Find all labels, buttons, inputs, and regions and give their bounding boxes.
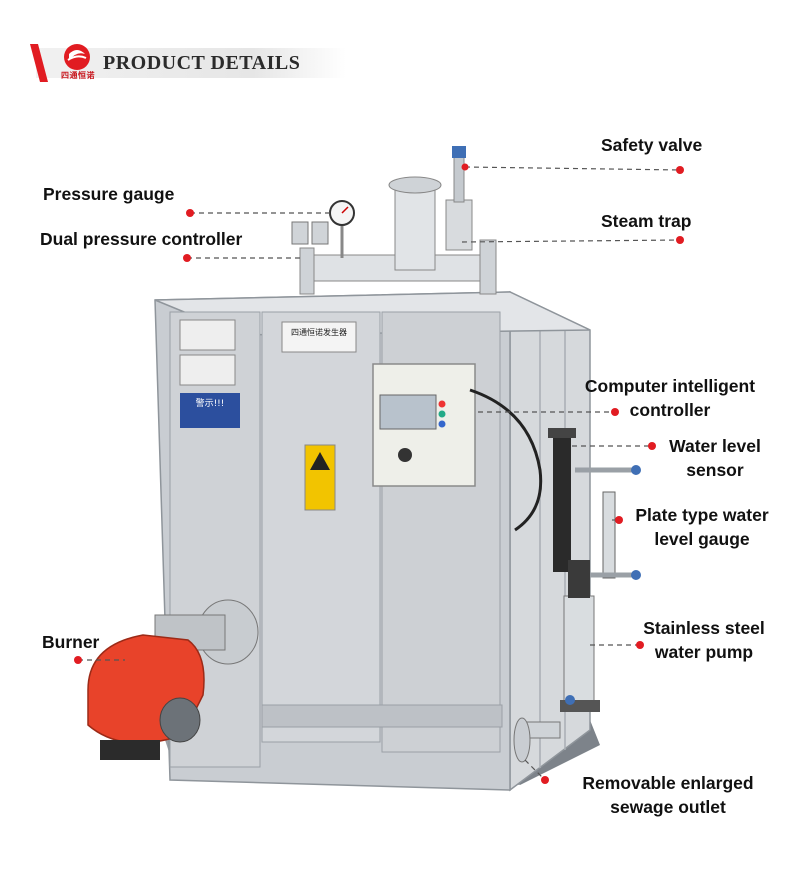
label-computer-controller-line1: Computer intelligent [584, 376, 756, 396]
pump-motor [568, 560, 590, 598]
burner-fan-motor [159, 697, 201, 743]
label-safety-valve: Safety valve [601, 135, 703, 155]
label-sewage-outlet-line2: sewage outlet [610, 797, 726, 817]
label-plate-level-gauge-line2: level gauge [654, 529, 750, 549]
section-header: 四通恒诺 PRODUCT DETAILS [0, 40, 360, 86]
brand-plate [281, 321, 357, 353]
control-cable [469, 388, 543, 532]
label-steam-trap: Steam trap [601, 211, 692, 231]
label-sewage-outlet: Removable enlarged sewage outlet [566, 771, 770, 819]
leader-lines [78, 166, 681, 781]
key-lock-icon [398, 448, 412, 462]
label-water-level-sensor-line2: sensor [686, 460, 744, 480]
water-level-sensor [553, 432, 571, 572]
safety-valve-cap [452, 146, 466, 158]
label-water-level-sensor: Water level sensor [656, 434, 774, 482]
leader-dots [74, 163, 684, 784]
label-burner: Burner [42, 632, 100, 652]
sewage-flange [513, 717, 531, 763]
label-water-pump: Stainless steel water pump [630, 616, 778, 664]
warning-plate [180, 393, 240, 428]
cabinet-side [509, 290, 591, 792]
label-dual-pressure-controller: Dual pressure controller [40, 229, 243, 249]
brand-logo-icon [64, 44, 90, 70]
brand-plate-text: 四通恒诺发生器 [291, 327, 347, 337]
steam-trap-body [445, 199, 473, 251]
label-computer-controller-line2: controller [629, 400, 711, 420]
label-sewage-outlet-line1: Removable enlarged [582, 773, 754, 793]
warning-triangle-icon [310, 452, 330, 470]
red-slash-icon [30, 44, 48, 82]
control-display [379, 394, 437, 430]
label-water-pump-line1: Stainless steel [643, 618, 765, 638]
gauge-valve-icon [631, 465, 641, 475]
safety-valve-stem [453, 151, 465, 203]
label-pressure-gauge: Pressure gauge [43, 184, 175, 204]
logo-text: 四通恒诺 [61, 71, 95, 80]
label-plate-level-gauge: Plate type water level gauge [622, 503, 782, 551]
warning-title: 警示!!! [196, 397, 225, 409]
stainless-water-pump [563, 595, 595, 707]
steam-separator [394, 184, 436, 271]
pressure-controller-1 [291, 221, 309, 245]
page-title: PRODUCT DETAILS [103, 52, 301, 74]
label-water-pump-line2: water pump [654, 642, 754, 662]
label-plate-level-gauge-line1: Plate type water [635, 505, 769, 525]
spec-plate [179, 319, 236, 351]
label-computer-controller: Computer intelligent controller [568, 374, 772, 422]
label-water-level-sensor-line1: Water level [669, 436, 761, 456]
plate-water-level-gauge [602, 491, 616, 579]
caution-sticker [304, 444, 336, 511]
pressure-controller-2 [311, 221, 329, 245]
